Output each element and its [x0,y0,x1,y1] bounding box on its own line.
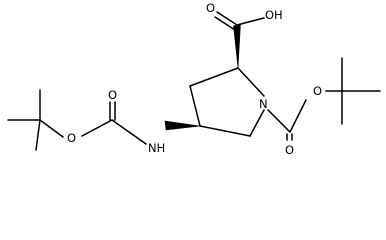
pyrrolidine-ring [189,67,265,137]
acid-carbonyl-oxygen-label: O [206,1,215,15]
n-boc-group [267,57,381,141]
nhboc-ester-oxygen-label: O [67,131,76,145]
nh-boc-group [7,89,201,151]
bond-c-oh [236,17,265,26]
atom-labels: OH O N O O NH O O [67,1,322,157]
chemical-structure: OH O N O O NH O O [7,1,381,157]
ring-nitrogen-label: N [259,97,268,111]
bond-n1-c2 [237,67,265,97]
carboxylic-acid-group [214,11,265,69]
nhboc-carbonyl-oxygen-label: O [108,88,117,102]
bond-c2-c3 [189,67,239,87]
amine-label: NH [148,141,165,155]
bond-n1-carbonyl [267,109,291,133]
bond-carbonyl-ester-oxygen [289,99,307,133]
wedge-bond-c4-nh [164,120,201,131]
double-bond-c-o-b [214,16,236,31]
bond-nh-carbonyl [111,119,147,145]
double-bond-c-o-a [216,11,238,26]
nboc-ester-oxygen-label: O [313,84,322,98]
bond-c5-n1 [249,109,265,137]
bond-c4-c5 [199,125,251,137]
bond-carbonyl-ester-oxygen [81,119,113,137]
bond-ester-oxygen-tbutyl [39,119,64,138]
bond-tbutyl-methyl-bottom [35,119,41,151]
nboc-carbonyl-oxygen-label: O [285,143,294,157]
bond-c3-c4 [189,85,201,127]
acid-hydroxyl-label: OH [265,8,283,22]
